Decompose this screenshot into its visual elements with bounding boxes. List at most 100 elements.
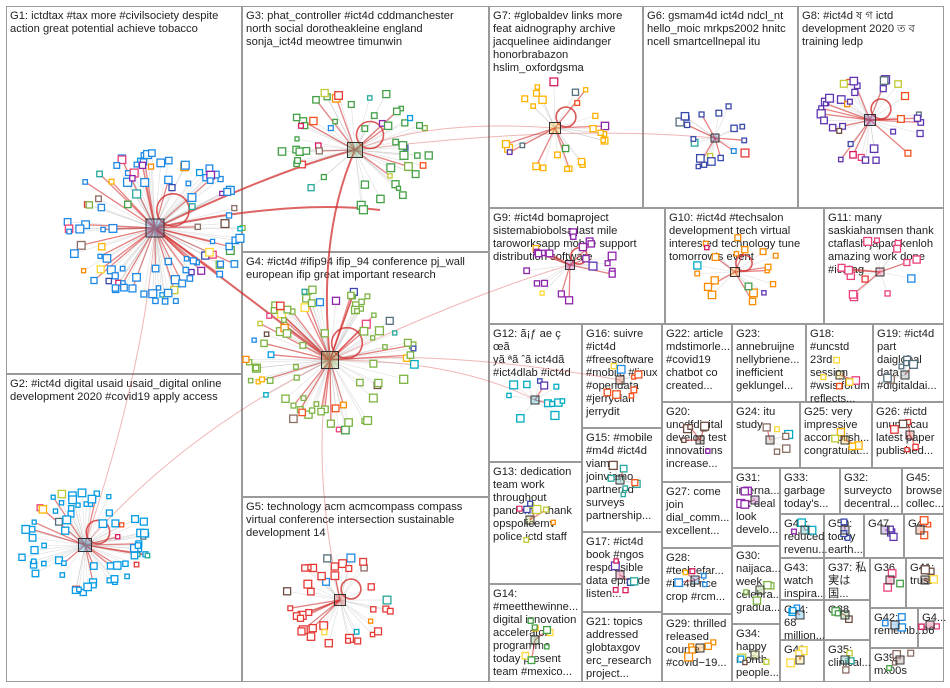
edge	[136, 193, 156, 229]
node	[391, 180, 400, 189]
edge	[354, 149, 391, 177]
node	[681, 437, 687, 444]
edge	[842, 119, 871, 128]
edge	[334, 121, 356, 151]
cluster-g16: G16: suivre #ict4d #freesoftware #mobile…	[582, 324, 662, 428]
edge	[81, 227, 156, 246]
edge	[554, 127, 568, 169]
edge	[33, 521, 86, 546]
self-loop	[735, 254, 753, 272]
node	[298, 408, 307, 417]
cluster-label: G22: article mdstimorle... #covid19 chat…	[666, 328, 731, 392]
node	[684, 652, 694, 662]
cluster-label: G45: browse collec...	[906, 472, 944, 510]
edge	[245, 358, 331, 361]
edge	[295, 359, 331, 368]
node	[844, 534, 851, 541]
edge	[329, 359, 332, 424]
node	[703, 282, 713, 292]
edge	[58, 544, 86, 561]
node	[608, 460, 618, 471]
node	[544, 644, 550, 650]
node	[80, 268, 87, 274]
edge	[84, 544, 135, 549]
node	[347, 100, 355, 109]
node	[383, 121, 393, 131]
hub-node	[864, 114, 876, 126]
node	[897, 623, 907, 632]
node	[118, 522, 125, 528]
edge	[526, 519, 531, 540]
edge	[324, 92, 356, 151]
cluster-label: G7: #globaldev links more feat aidnograp…	[493, 10, 623, 74]
edge	[61, 493, 86, 546]
node	[52, 508, 59, 514]
node	[223, 187, 232, 196]
node	[131, 515, 140, 524]
node	[553, 383, 560, 390]
node	[540, 279, 549, 287]
node	[280, 317, 287, 323]
edge	[568, 264, 571, 301]
edge	[867, 241, 881, 273]
edge	[74, 227, 156, 254]
node	[588, 261, 598, 271]
hub-node	[900, 370, 910, 380]
node	[550, 410, 560, 421]
node	[761, 290, 767, 296]
node-layer	[18, 75, 940, 674]
node	[220, 219, 230, 229]
node	[913, 114, 922, 122]
node	[833, 356, 840, 364]
edge	[316, 359, 331, 405]
node	[62, 515, 72, 525]
node	[409, 359, 419, 369]
cluster-label: G1: ictdtax #tax more #civilsociety desp…	[10, 10, 219, 35]
node	[737, 655, 745, 663]
node	[331, 404, 340, 413]
node	[523, 536, 530, 543]
node	[828, 123, 837, 132]
node	[205, 247, 214, 257]
node	[216, 260, 225, 268]
node	[387, 173, 393, 179]
node	[247, 377, 254, 384]
node	[903, 258, 911, 267]
edge	[847, 103, 871, 121]
node	[570, 233, 577, 240]
edge	[84, 521, 144, 546]
node	[539, 290, 545, 296]
node	[918, 623, 925, 630]
node	[122, 560, 129, 568]
hub-node	[755, 585, 765, 595]
node	[743, 589, 749, 595]
node	[303, 579, 313, 589]
node	[896, 579, 904, 588]
node	[536, 378, 543, 384]
cluster-label: G28: #techiefar... #ict4d rice crop #rcm…	[666, 552, 726, 603]
hub-node	[695, 643, 705, 653]
node	[897, 613, 906, 621]
node	[257, 320, 263, 327]
node	[119, 265, 126, 272]
node	[289, 414, 298, 424]
node	[263, 331, 270, 338]
hub-node	[835, 370, 845, 380]
edge	[526, 264, 571, 272]
node	[178, 279, 187, 288]
edge	[296, 149, 356, 165]
cluster-g3: G3: phat_controller #ict4d cddmanchester…	[242, 6, 489, 252]
node	[839, 122, 847, 130]
edge	[154, 168, 210, 229]
node	[344, 418, 353, 427]
edge	[537, 86, 556, 129]
cluster-label: G30: naijaca... week celebra... gradua..…	[736, 550, 783, 614]
node	[781, 444, 791, 453]
node	[330, 571, 340, 581]
node	[356, 378, 364, 387]
node	[345, 637, 352, 644]
edge	[354, 110, 398, 151]
edge	[329, 359, 339, 430]
node	[582, 87, 589, 93]
